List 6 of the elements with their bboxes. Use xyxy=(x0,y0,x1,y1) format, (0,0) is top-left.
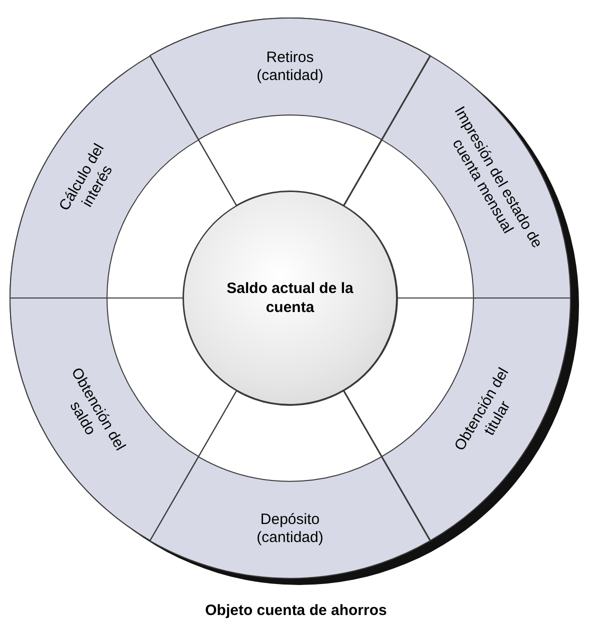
ring-segment xyxy=(149,390,431,579)
segment-label: Depósito (cantidad) xyxy=(256,511,324,548)
center-label: Saldo actual de la cuenta xyxy=(226,279,354,317)
caption: Objeto cuenta de ahorros xyxy=(204,601,388,621)
segment-label: Retiros (cantidad) xyxy=(256,48,324,84)
ring-segment xyxy=(342,54,571,299)
